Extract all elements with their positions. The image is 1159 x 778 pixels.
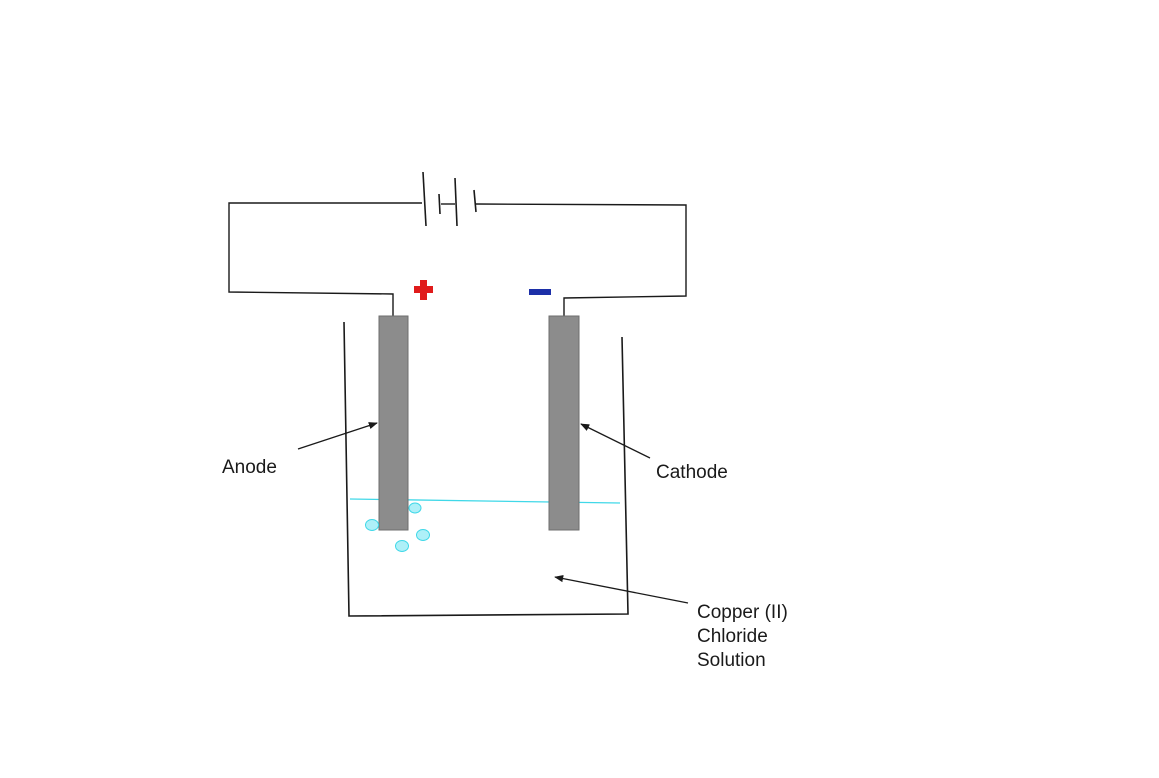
anode-pointer-arrow xyxy=(297,422,378,450)
gas-bubbles xyxy=(365,502,430,552)
solution-label-line2: Chloride xyxy=(697,626,768,647)
battery-plate xyxy=(422,171,427,227)
battery-plate xyxy=(438,193,441,215)
plus-sign-icon xyxy=(414,280,433,300)
cathode-electrode xyxy=(548,315,580,531)
wire-left xyxy=(228,202,422,316)
solution-label-line1: Copper (II) xyxy=(697,602,788,623)
anode-label: Anode xyxy=(222,457,277,478)
solution-pointer-arrow xyxy=(554,574,689,604)
bubble xyxy=(416,529,430,541)
wire-right xyxy=(475,203,687,316)
bubble xyxy=(395,540,409,552)
battery-icon xyxy=(422,171,477,227)
bubble xyxy=(408,502,422,514)
cathode-pointer-arrow xyxy=(580,423,651,459)
battery-plate xyxy=(454,177,458,227)
minus-sign-icon xyxy=(529,289,551,295)
solution-label-line3: Solution xyxy=(697,650,766,671)
cathode-label: Cathode xyxy=(656,462,728,483)
battery-plate xyxy=(473,189,477,213)
beaker xyxy=(343,321,629,617)
bubble xyxy=(365,519,379,531)
anode-electrode xyxy=(378,315,409,531)
